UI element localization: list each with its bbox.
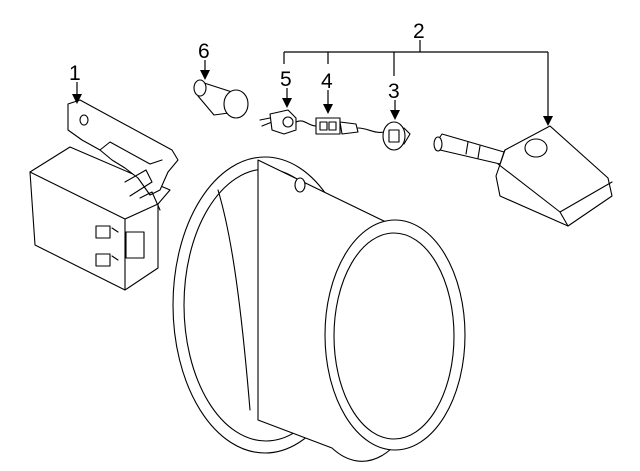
- sensor-cap: [524, 138, 548, 158]
- connector-port: [125, 231, 145, 259]
- valve-stem-tip: [433, 136, 443, 152]
- bracket-fold: [99, 141, 163, 165]
- callouts: 1 2 3 4 5 6: [69, 20, 425, 103]
- arrow-1: [72, 94, 82, 104]
- callout-2: 2: [413, 20, 425, 43]
- arrow-4: [323, 104, 333, 114]
- wire-b: [357, 127, 385, 133]
- pin-5: [259, 117, 273, 127]
- rim-curve: [217, 189, 251, 411]
- bracket-tab-2: [139, 191, 161, 211]
- bracket-tab: [124, 169, 153, 197]
- callout-4: 4: [321, 70, 333, 93]
- arrow-5: [282, 98, 292, 108]
- leader-lines: [72, 40, 553, 126]
- connector-slot-2: [95, 253, 111, 267]
- part-2-tpms-sensor: [433, 125, 613, 227]
- connector-3-clip: [403, 127, 411, 145]
- wheel-rim: [172, 156, 466, 462]
- callout-6: 6: [198, 40, 210, 63]
- valve-hole: [294, 177, 306, 193]
- arrow-6: [200, 70, 210, 80]
- cap-tip: [193, 79, 207, 97]
- sensor-corner: [559, 211, 569, 227]
- arrow-3: [390, 110, 400, 120]
- connector-4-pin-a: [319, 121, 328, 131]
- bracket-hole: [79, 114, 89, 126]
- connector-slot-1: [95, 225, 111, 239]
- callout-5: 5: [280, 68, 292, 91]
- rim-barrel-end: [324, 219, 466, 451]
- connector-5-socket: [282, 116, 294, 128]
- valve-stem: [437, 133, 505, 165]
- valve-stem-rings: [465, 141, 481, 159]
- connector-4-sleeve: [339, 121, 359, 135]
- part-1-control-module: [29, 99, 179, 291]
- connector-4-pin-b: [328, 121, 337, 131]
- rim-barrel-lip: [333, 232, 455, 440]
- connector-3-face: [388, 129, 400, 143]
- wire-a: [295, 120, 317, 127]
- slot-detail: [111, 227, 119, 261]
- connector-3: [382, 121, 406, 151]
- callout-1: 1: [69, 62, 81, 85]
- arrow-2: [543, 116, 553, 126]
- cap-end: [223, 89, 249, 119]
- part-wire-harness: [259, 109, 411, 151]
- part-6-valve-cap: [193, 79, 249, 119]
- callout-3: 3: [388, 80, 400, 103]
